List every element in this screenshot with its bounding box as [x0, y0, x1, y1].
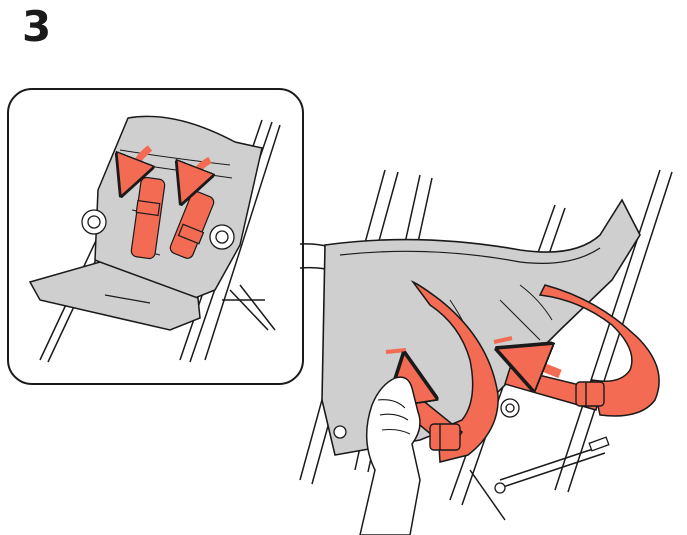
detail-inset — [8, 89, 303, 384]
main-view — [300, 170, 672, 535]
